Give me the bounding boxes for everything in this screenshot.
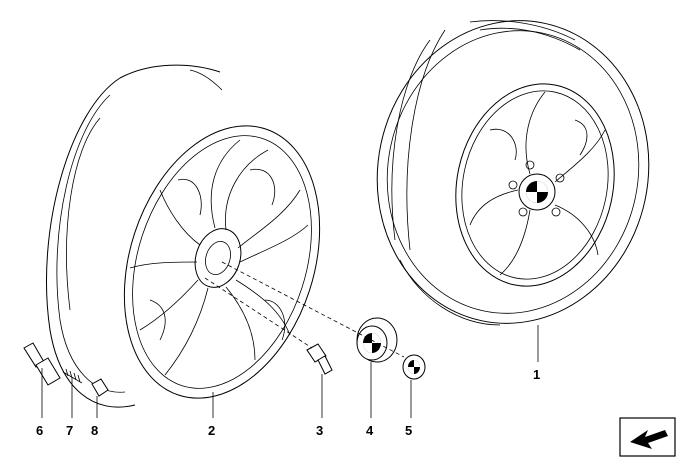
- valve-insert-drawing: [62, 368, 83, 384]
- part-label-8: 8: [91, 423, 98, 438]
- wheel-rim-drawing: [46, 64, 321, 408]
- emblem-drawing: [402, 354, 426, 380]
- part-label-1: 1: [533, 367, 540, 382]
- valve-drawing: [23, 342, 61, 386]
- part-label-4: 4: [366, 423, 374, 438]
- assembly-axis-line: [221, 261, 405, 358]
- part-label-7: 7: [66, 423, 73, 438]
- part-label-2: 2: [208, 423, 215, 438]
- wheel-bolt-drawing: [306, 343, 333, 375]
- part-label-5: 5: [405, 423, 412, 438]
- bolt-axis-line: [204, 277, 313, 349]
- hub-cap-drawing: [356, 317, 398, 363]
- navigate-arrow-icon[interactable]: [619, 417, 676, 457]
- part-label-6: 6: [36, 423, 43, 438]
- valve-cap-drawing: [91, 378, 109, 397]
- complete-wheel-drawing: [376, 20, 650, 326]
- part-label-3: 3: [316, 423, 323, 438]
